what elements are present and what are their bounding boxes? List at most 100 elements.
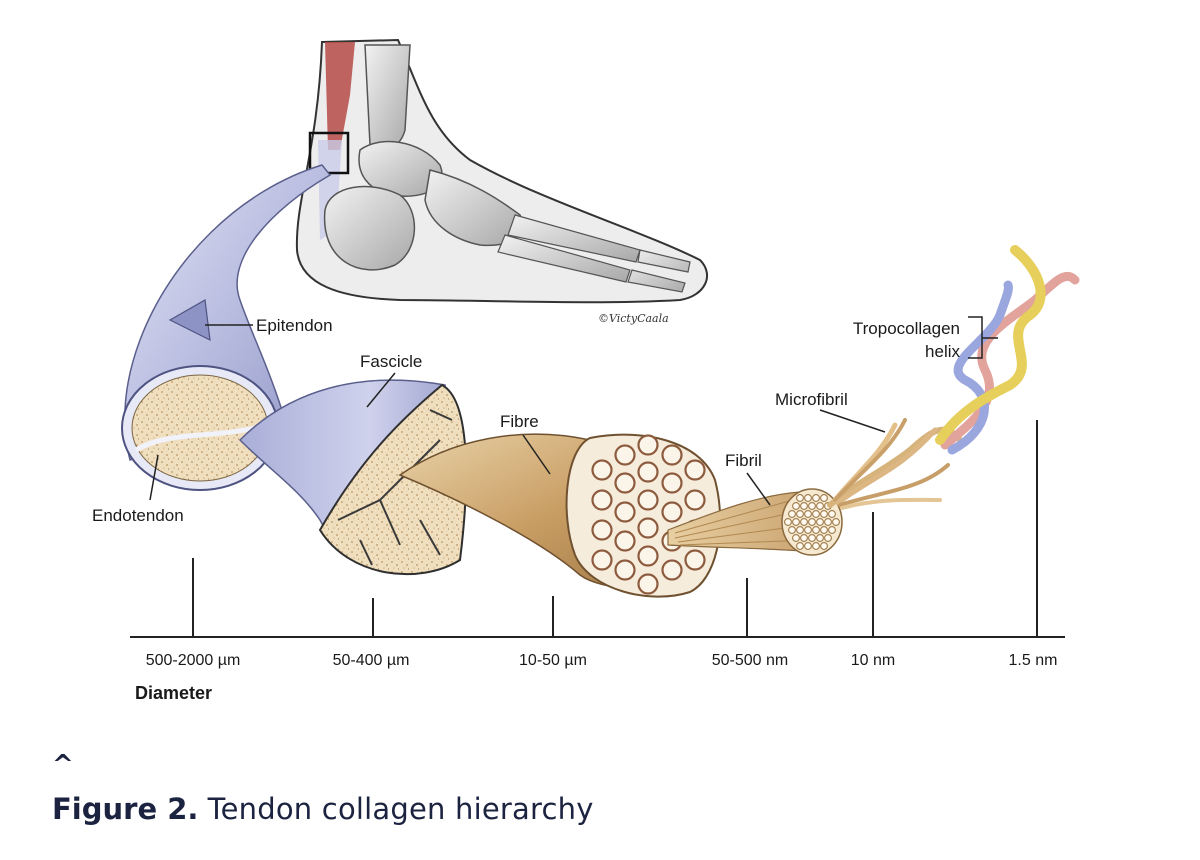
tropocollagen-helix <box>935 245 1080 455</box>
microfibril-circle <box>804 542 812 550</box>
microfibril-circle <box>812 510 820 518</box>
microfibril-label: Microfibril <box>775 390 848 409</box>
microfibril-circle <box>792 502 800 510</box>
microfibril-leader <box>819 409 886 433</box>
fibril <box>667 488 843 556</box>
fibril-circle <box>684 489 706 511</box>
microfibril-circle <box>824 518 832 526</box>
calcaneus-bone <box>323 185 416 271</box>
figure-title: Tendon collagen hierarchy <box>207 792 594 826</box>
fibril-label: Fibril <box>725 451 762 470</box>
microfibril-circle <box>820 510 828 518</box>
fibril-leader <box>746 472 771 506</box>
axis-tick-label-6: 1.5 nm <box>1009 652 1058 669</box>
microfibril-circle <box>820 542 828 550</box>
microfibril-circle <box>800 502 808 510</box>
microfibril-strand <box>833 418 907 502</box>
axis-tick-label-3: 10-50 µm <box>519 652 587 669</box>
axis-tick-label-2: 50-400 µm <box>333 652 410 669</box>
microfibril-circle <box>804 510 812 518</box>
labels: Epitendon Fascicle Fibre Microfibril Fib… <box>92 316 998 525</box>
fibre-fibril-bundle <box>591 434 706 595</box>
tropocollagen-label-line1: Tropocollagen <box>853 319 960 338</box>
fibril-circle <box>637 461 659 483</box>
axis-tick-label-1: 500-2000 µm <box>146 652 241 669</box>
calf-muscle <box>325 42 355 150</box>
fibril-circle <box>614 472 636 494</box>
fibril-circle <box>661 472 683 494</box>
microfibril-circle <box>796 494 804 502</box>
endotendon-label: Endotendon <box>92 506 184 525</box>
microfibril-circle <box>796 510 804 518</box>
microfibril-circle <box>828 510 836 518</box>
fibril-circle <box>614 444 636 466</box>
microfibril-circle <box>796 542 804 550</box>
fascicle-label: Fascicle <box>360 352 422 371</box>
endotendon-septum <box>134 422 269 453</box>
axis-tick-label-5: 10 nm <box>851 652 895 669</box>
microfibril-circle <box>828 526 836 534</box>
microfibril-strand <box>835 427 938 506</box>
fibril-circle <box>661 444 683 466</box>
helix-strand-blue <box>947 280 1013 455</box>
figure-caption: Figure 2. Tendon collagen hierarchy <box>52 792 594 826</box>
figure-number: Figure 2. <box>52 792 199 826</box>
microfibril-circle <box>800 518 808 526</box>
microfibril-strand <box>838 463 950 507</box>
microfibril-circle <box>816 518 824 526</box>
microfibril-circle <box>832 518 840 526</box>
microfibril-circle <box>804 526 812 534</box>
fibre-cross-section <box>565 433 722 598</box>
microfibril-circle <box>812 526 820 534</box>
metatarsal-1 <box>507 214 641 263</box>
microfibril-strand <box>840 497 942 510</box>
microfibril-circle <box>784 518 792 526</box>
microfibril-circle <box>824 534 832 542</box>
axis-tick-label-4: 50-500 nm <box>712 652 789 669</box>
foot-illustration: ©VictyCaala <box>295 38 709 325</box>
artist-signature: ©VictyCaala <box>598 312 669 325</box>
fibril-circle <box>591 489 613 511</box>
epitendon-flap <box>168 299 211 342</box>
microfibril-circle <box>808 534 816 542</box>
helix-strand-pink <box>940 271 1080 450</box>
microfibril-circle <box>792 534 800 542</box>
fibril-circle <box>591 549 613 571</box>
microfibril-circle <box>820 494 828 502</box>
microfibril-circle <box>788 510 796 518</box>
fibril-circle <box>614 530 636 552</box>
microfibril-circle <box>820 526 828 534</box>
fibril-circle <box>591 519 613 541</box>
tendon-sheath <box>121 164 332 491</box>
microfibril-circle <box>816 534 824 542</box>
epitendon-label: Epitendon <box>256 316 333 335</box>
axis-title: Diameter <box>135 683 212 703</box>
microfibril-circle <box>788 526 796 534</box>
fibril-striations <box>674 497 811 546</box>
fibril-circle <box>684 549 706 571</box>
microfibril-circle <box>808 502 816 510</box>
microfibril-circle <box>812 542 820 550</box>
metatarsal-2 <box>497 234 631 283</box>
fibril-circle <box>637 489 659 511</box>
endotendon-leader <box>149 454 159 501</box>
fibril-circle <box>637 517 659 539</box>
fibre <box>398 433 722 598</box>
helix-strand-yellow <box>935 245 1046 445</box>
fibril-circle <box>661 559 683 581</box>
tropocollagen-bracket <box>968 316 998 359</box>
fibril-circle <box>637 573 659 595</box>
tibia-bone <box>364 44 411 151</box>
fibril-circle <box>661 501 683 523</box>
microfibril-circle <box>812 494 820 502</box>
collapse-caret-icon[interactable]: ^ <box>52 750 74 780</box>
fibre-leader <box>522 434 551 475</box>
fibril-circle <box>637 434 659 456</box>
microfibril-circle <box>796 526 804 534</box>
microfibril-circle <box>816 502 824 510</box>
fibril-circle <box>591 459 613 481</box>
microfibril-circle <box>808 518 816 526</box>
microfibril-circle <box>792 518 800 526</box>
fascicle-leader <box>366 372 396 408</box>
